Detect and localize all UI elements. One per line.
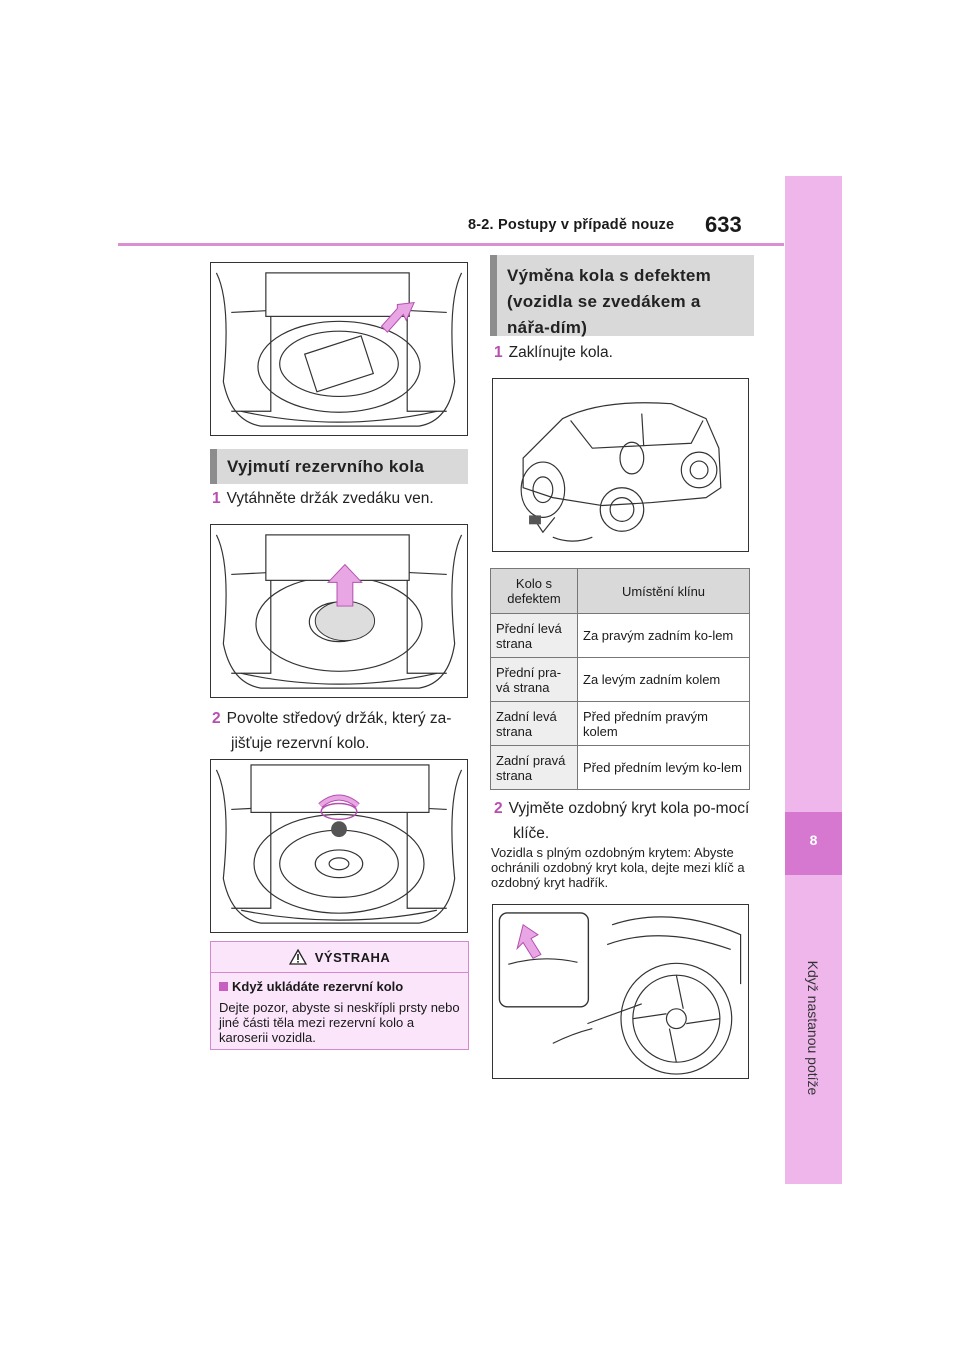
section-title-change-wheel: Výměna kola s defektem (vozidla se zvedá… — [490, 255, 754, 337]
left-step-2: 2 Povolte středový držák, který za-jišťuj… — [212, 706, 489, 756]
trunk-figure-1 — [210, 262, 468, 436]
right-step-1: 1 Zaklínujte kola. — [494, 340, 754, 365]
step-text: Zaklínujte kola. — [508, 344, 613, 361]
trunk-illustration-3 — [215, 764, 463, 924]
step-number: 1 — [494, 344, 503, 361]
right-step-2: 2 Vyjměte ozdobný kryt kola po-mocí klíče… — [494, 796, 753, 846]
chapter-title: Když nastanou potíže — [805, 960, 821, 1096]
header-rule — [118, 243, 784, 246]
table-cell: Za levým zadním kolem — [577, 657, 750, 702]
left-step-1: 1 Vytáhněte držák zvedáku ven. — [212, 486, 470, 511]
hubcap-note: Vozidla s plným ozdobným krytem: Abyste … — [491, 845, 745, 890]
table-cell: Přední pra-vá strana — [490, 657, 578, 702]
page-number: 633 — [705, 212, 742, 237]
warning-title: VÝSTRAHA — [314, 949, 391, 965]
step-text: Povolte středový držák, který za-jišťuje… — [226, 710, 452, 752]
table-row: Zadní levá strana Před předním pravým ko… — [490, 701, 750, 746]
bullet-square-icon — [219, 982, 228, 991]
step-number: 1 — [212, 490, 221, 507]
table-header-cell: Umístění klínu — [577, 568, 750, 614]
table-row: Přední levá strana Za pravým zadním ko-l… — [490, 613, 750, 658]
table-row: Zadní pravá strana Před předním levým ko… — [490, 745, 750, 790]
table-cell: Před předním levým ko-lem — [577, 745, 750, 790]
step-number: 2 — [494, 800, 503, 817]
warning-subtitle: Když ukládáte rezervní kolo — [232, 979, 404, 994]
car-wheel-chock-figure — [492, 378, 749, 552]
trunk-illustration-1 — [215, 272, 463, 427]
table-cell: Přední levá strana — [490, 613, 578, 658]
table-header-row: Kolo s defektem Umístění klínu — [490, 568, 750, 614]
table-cell: Za pravým zadním ko-lem — [577, 613, 750, 658]
table-row: Přední pra-vá strana Za levým zadním kol… — [490, 657, 750, 702]
wheel-cover-illustration — [498, 912, 742, 1075]
step-text: Vyjměte ozdobný kryt kola po-mocí klíče. — [508, 800, 750, 842]
table-cell: Před předním pravým kolem — [577, 701, 750, 746]
chapter-number-block — [785, 812, 842, 875]
table-header-cell: Kolo s defektem — [490, 568, 578, 614]
wheel-cover-figure — [492, 904, 749, 1079]
chapter-number: 8 — [809, 832, 818, 848]
car-illustration — [520, 402, 722, 542]
chapter-side-tab — [785, 176, 842, 1184]
wheel-chock-table: Kolo s defektem Umístění klínu Přední le… — [490, 568, 750, 790]
running-header: 8-2. Postupy v případě nouze — [468, 217, 675, 233]
table-cell: Zadní levá strana — [490, 701, 578, 746]
step-text: Vytáhněte držák zvedáku ven. — [226, 490, 434, 507]
trunk-illustration-2 — [215, 534, 463, 689]
step-number: 2 — [212, 710, 221, 727]
warning-triangle-icon — [288, 949, 307, 965]
warning-header: VÝSTRAHA — [211, 942, 468, 973]
trunk-figure-2 — [210, 524, 468, 698]
table-cell: Zadní pravá strana — [490, 745, 578, 790]
section-title-remove-spare: Vyjmutí rezervního kola — [210, 449, 468, 484]
warning-box: VÝSTRAHA Když ukládáte rezervní kolo Dej… — [210, 941, 469, 1050]
trunk-figure-3 — [210, 759, 468, 933]
warning-text: Dejte pozor, abyste si neskřípli prsty n… — [219, 1000, 460, 1045]
